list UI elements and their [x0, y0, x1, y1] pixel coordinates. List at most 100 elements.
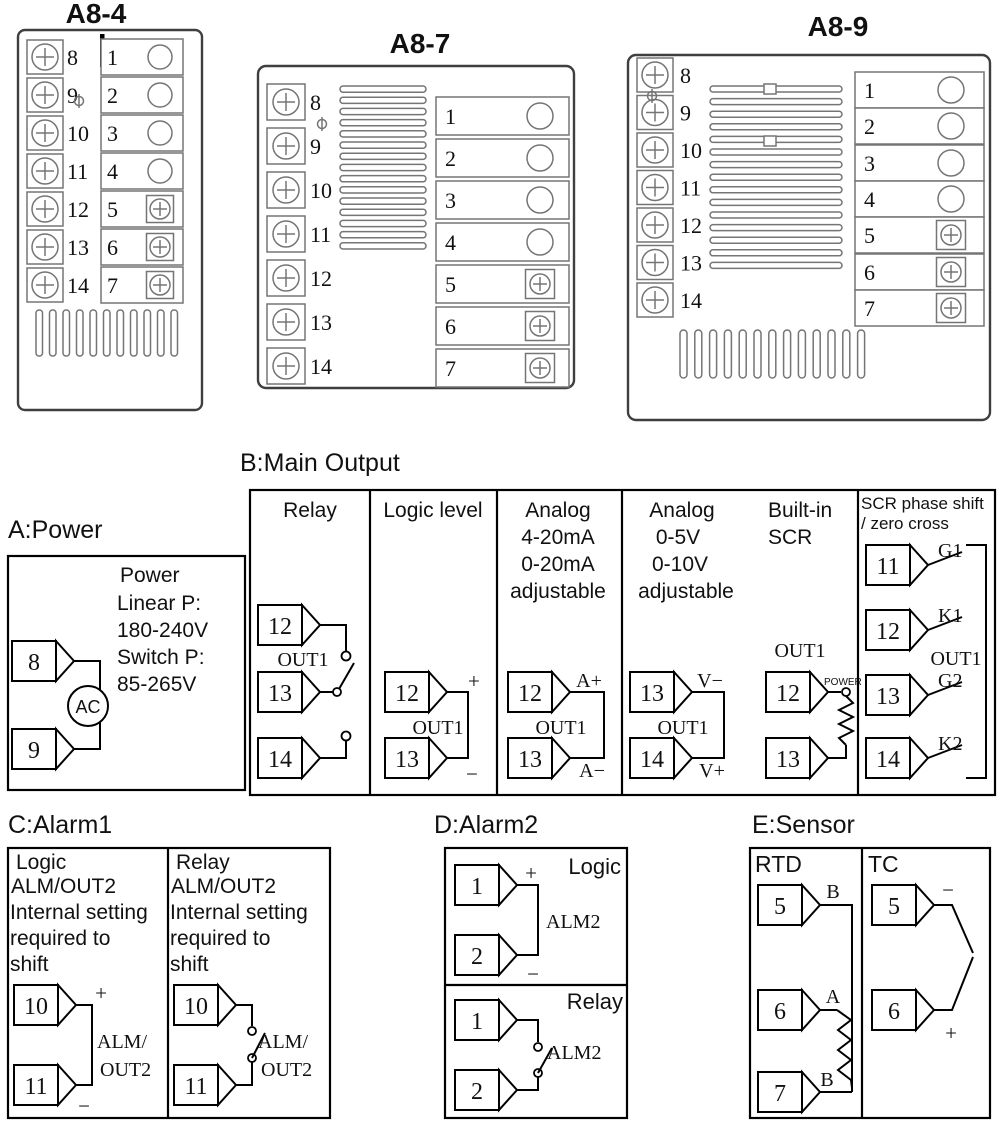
terminal-number: 1 [864, 78, 875, 103]
terminal-12: 12 [257, 602, 322, 648]
terminal-13: 13 [865, 672, 930, 718]
wire [447, 691, 469, 759]
polarity-v-minus: V− [697, 670, 723, 692]
polarity-plus: + [945, 1021, 957, 1045]
svg-text:13: 13 [876, 684, 900, 710]
cell-header: 0-10V [652, 553, 708, 576]
power-terminal-label: POWER [824, 677, 862, 688]
terminal-number: 6 [445, 314, 456, 339]
wire [570, 691, 605, 759]
wire [517, 1019, 539, 1042]
cell-note: shift [10, 953, 49, 976]
svg-text:13: 13 [518, 747, 542, 773]
alm-out2-label: OUT2 [100, 1059, 151, 1081]
cell-header: 4-20mA [521, 526, 595, 549]
terminal-10: 10 [173, 982, 238, 1028]
screw-icon [529, 273, 551, 295]
svg-text:14: 14 [876, 747, 900, 773]
svg-text:12: 12 [268, 614, 292, 640]
wire [934, 956, 974, 1011]
terminal-number: 2 [445, 146, 456, 171]
wire [934, 904, 974, 954]
terminal-hole-icon [147, 82, 173, 108]
terminal-hole-icon [526, 144, 554, 172]
main-output-section: B:Main Output Relay 12 13 14 OUT1 Logic … [240, 449, 997, 797]
terminal-1: 1 [454, 997, 519, 1043]
vent-slats-horizontal [339, 85, 427, 250]
wire [236, 1062, 253, 1086]
cell-header: Relay [176, 851, 230, 874]
terminal-number: 9 [680, 101, 691, 126]
left-terminal-rows: 8 9 10 11 12 13 14 [266, 83, 332, 385]
terminal-number: 13 [67, 235, 89, 260]
cell-header: Logic [16, 851, 66, 874]
terminal-1: 1 [454, 862, 519, 908]
gate-label: G1 [938, 540, 962, 562]
terminal-hole-icon [147, 158, 173, 184]
out1-label: OUT1 [930, 648, 981, 670]
terminal-number: 8 [67, 45, 78, 70]
svg-text:12: 12 [395, 681, 419, 707]
terminal-11: 11 [13, 1062, 78, 1108]
terminal-number: 2 [864, 114, 875, 139]
cell-note: Internal setting [170, 901, 308, 924]
terminal-number: 12 [680, 213, 702, 238]
terminal-13: 13 [629, 669, 694, 715]
resistor-icon [836, 1009, 853, 1089]
mount-tab [763, 135, 777, 147]
cell-header: Analog [649, 499, 714, 522]
cell-header: SCR [768, 526, 812, 549]
terminal-number: 11 [310, 222, 331, 247]
terminal-number: 4 [864, 187, 875, 212]
terminal-hole-icon [147, 44, 173, 70]
relay-output-cell: Relay 12 13 14 OUT1 [257, 499, 355, 781]
screw-icon [940, 297, 962, 319]
terminal-12: 12 [507, 669, 572, 715]
cell-note: required to [10, 927, 110, 950]
terminal-13: 13 [384, 735, 449, 781]
terminal-number: 3 [445, 188, 456, 213]
right-terminal-rows: 1 2 3 4 5 6 7 [435, 96, 570, 388]
svg-text:11: 11 [24, 1074, 47, 1100]
heater-coil-icon [836, 695, 856, 746]
wire [517, 884, 539, 956]
terminal-hole-icon [526, 186, 554, 214]
terminal-number: 7 [445, 356, 456, 381]
terminal-number: 14 [310, 354, 332, 379]
polarity-minus: − [527, 962, 539, 986]
terminal-number: 6 [864, 260, 875, 285]
polarity-a-minus: A− [579, 760, 605, 782]
terminal-number: 5 [864, 223, 875, 248]
wire [927, 744, 963, 759]
terminal-14: 14 [629, 735, 694, 781]
screw-icon [149, 198, 171, 220]
ac-label: AC [75, 697, 100, 717]
svg-text:10: 10 [184, 994, 208, 1020]
svg-text:2: 2 [471, 1079, 483, 1105]
relay-switch-icon [533, 1042, 553, 1078]
svg-text:11: 11 [876, 554, 899, 580]
alm-out2-label: ALM/ [258, 1031, 308, 1053]
terminal-number: 4 [107, 159, 118, 184]
terminal-12: 12 [384, 669, 449, 715]
rtd-wire-label-a: A [826, 986, 841, 1008]
mount-tab [763, 83, 777, 95]
screw-icon [149, 274, 171, 296]
alarm1-section: C:Alarm1 Logic ALM/OUT2 Internal setting… [6, 811, 332, 1120]
wire [692, 691, 725, 759]
section-label: A:Power [8, 516, 102, 544]
screw-icon [529, 315, 551, 337]
terminal-2: 2 [454, 932, 519, 978]
sensor-panel [748, 846, 992, 1120]
terminal-14: 14 [257, 735, 322, 781]
terminal-number: 9 [67, 83, 78, 108]
svg-text:1: 1 [471, 874, 483, 900]
block-title: A8-4 [66, 0, 127, 29]
cell-header: adjustable [510, 580, 606, 603]
alm-out2-label: OUT2 [261, 1059, 312, 1081]
polarity-plus: + [468, 669, 480, 693]
gate-label: G2 [938, 670, 962, 692]
terminal-13: 13 [257, 669, 322, 715]
terminal-number: 14 [67, 273, 89, 298]
